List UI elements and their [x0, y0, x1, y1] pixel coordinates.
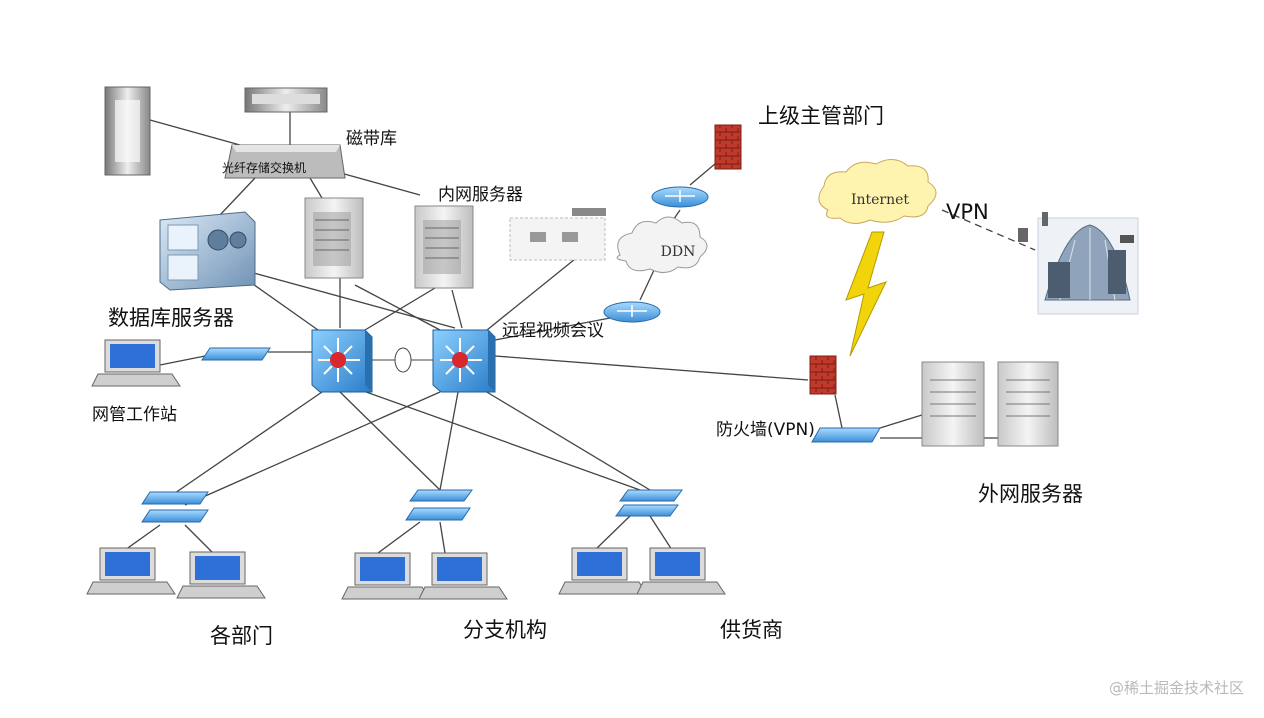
core-interconnect-icon: [372, 347, 433, 373]
intranet-server-1-icon: [304, 197, 364, 279]
label-nms-station: 网管工作站: [92, 405, 177, 425]
intranet-server-2-icon: [414, 205, 474, 289]
external-server-1-icon: [921, 361, 985, 447]
link-firewall-switch: [834, 394, 843, 429]
database-server-icon: [159, 211, 256, 291]
vpn-remote-site-icon: [1018, 212, 1139, 315]
dept-pc-1-icon: [86, 547, 176, 595]
link-branch-pc1: [377, 521, 421, 554]
label-tape-library: 磁带库: [346, 129, 397, 149]
link-db-core2: [249, 271, 456, 329]
link-dept-pc1: [124, 524, 161, 551]
link-nms-switch: [159, 354, 211, 366]
link-core2-branch: [439, 391, 459, 491]
label-external-servers: 外网服务器: [978, 482, 1083, 506]
link-video-core: [486, 254, 581, 331]
link-server2-core: [364, 284, 441, 331]
link-core2-dept: [184, 391, 441, 506]
link-supplier-pc2: [649, 515, 673, 551]
branch-switch-icon: [405, 489, 473, 521]
core-switch-2-icon: [432, 329, 496, 393]
link-core-firewall: [494, 355, 809, 381]
link-server2-core2: [451, 289, 463, 329]
branch-pc-2-icon: [418, 552, 508, 600]
link-fc-server: [309, 177, 323, 199]
dept-switch-icon: [141, 491, 209, 523]
label-ddn: DDN: [661, 244, 696, 260]
firewall-top-icon: [714, 124, 742, 170]
label-video-conf: 远程视频会议: [502, 321, 604, 341]
fc-switch-icon: [224, 144, 346, 179]
nms-switch-icon: [201, 347, 271, 361]
branch-pc-1-icon: [341, 552, 431, 600]
supplier-pc-1-icon: [558, 547, 648, 595]
link-switch-ext1: [879, 414, 923, 429]
link-core-supplier: [354, 387, 641, 491]
link-db-core1: [249, 281, 319, 331]
link-fc-db: [219, 177, 256, 216]
link-supplier-pc1: [594, 515, 631, 551]
internet-cloud-icon: [818, 159, 937, 224]
dept-pc-2-icon: [176, 551, 266, 599]
link-branch-pc2: [439, 521, 446, 554]
label-intranet-servers: 内网服务器: [438, 185, 523, 205]
storage-array-icon: [104, 86, 151, 176]
router-top-icon: [651, 186, 709, 208]
link-core-router: [494, 317, 611, 341]
link-core-dept: [174, 391, 323, 494]
watermark: @稀土掘金技术社区: [1108, 679, 1244, 697]
external-server-2-icon: [997, 361, 1059, 447]
link-router-ddn: [639, 267, 656, 301]
link-internet-vpn-dash: [941, 209, 1036, 251]
link-core-branch: [339, 391, 441, 491]
video-conference-icon: [509, 208, 606, 261]
ddn-cloud-icon: [616, 216, 708, 273]
label-departments: 各部门: [210, 624, 273, 648]
label-superior-dept: 上级主管部门: [758, 104, 884, 128]
supplier-switch-icon: [615, 489, 683, 517]
label-db-server: 数据库服务器: [108, 306, 234, 330]
connection-lines: [124, 112, 1036, 556]
link-dept-pc2: [184, 524, 216, 556]
supplier-pc-2-icon: [636, 547, 726, 595]
label-internet: Internet: [851, 192, 909, 208]
firewall-vpn-icon: [809, 355, 837, 395]
external-switch-icon: [811, 427, 881, 443]
link-core2-supplier: [479, 387, 651, 491]
core-switch-1-icon: [311, 329, 373, 393]
nms-workstation-icon: [91, 339, 181, 387]
label-vpn: VPN: [946, 200, 989, 224]
label-fc-switch: 光纤存储交换机: [222, 160, 306, 175]
lightning-icon: [845, 231, 887, 357]
router-bottom-icon: [603, 301, 661, 323]
link-server1-core2: [354, 284, 441, 331]
label-suppliers: 供货商: [720, 618, 783, 642]
tape-library-icon: [244, 87, 328, 113]
label-firewall-vpn: 防火墙(VPN): [716, 420, 815, 440]
label-branches: 分支机构: [463, 618, 547, 642]
